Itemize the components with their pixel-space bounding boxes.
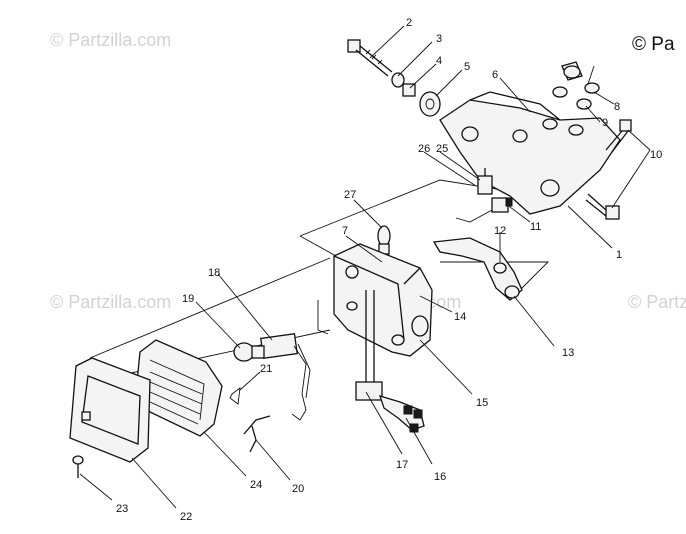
spring-part-20 (243, 415, 271, 453)
leader-lines (79, 25, 651, 509)
washer-part-3 (391, 72, 405, 88)
watermark: © Partzilla.com (50, 30, 171, 50)
callout-27: 27 (344, 189, 356, 201)
clip-part-21 (229, 387, 241, 405)
copyright-label: © Pa (632, 34, 675, 55)
callout-7: 7 (342, 225, 348, 237)
callout-21: 21 (260, 363, 272, 375)
callout-20: 20 (292, 483, 304, 495)
callout-19: 19 (182, 293, 194, 305)
callout-4: 4 (436, 55, 442, 67)
nut-part-4 (402, 83, 416, 97)
callout-13: 13 (562, 347, 574, 359)
bezel-part-22 (69, 357, 151, 463)
washer-part-9 (576, 98, 592, 110)
switch-part-25 (477, 168, 493, 195)
callout-10: 10 (650, 149, 662, 161)
housing-part-15 (333, 243, 433, 357)
bolt-part-10 (605, 119, 632, 153)
bulb-part-27 (377, 225, 391, 255)
callout-8: 8 (614, 101, 620, 113)
screw-part-23 (72, 455, 84, 478)
bolt-part-10b (585, 193, 620, 220)
callout-26: 26 (418, 143, 430, 155)
callout-17: 17 (396, 459, 408, 471)
nut-top (552, 86, 568, 98)
callout-6: 6 (492, 69, 498, 81)
bracket-part-6 (439, 91, 621, 215)
callout-1: 1 (616, 249, 622, 261)
callout-18: 18 (208, 267, 220, 279)
harness-part-16 (355, 290, 425, 433)
callout-15: 15 (476, 397, 488, 409)
callout-24: 24 (250, 479, 262, 491)
callout-11: 11 (530, 221, 541, 233)
callout-23: 23 (116, 503, 128, 515)
callout-numbers: 2 3 4 5 6 8 9 10 1 11 12 13 14 15 16 17 … (116, 17, 662, 523)
callout-12: 12 (494, 225, 506, 237)
bulb-part-19 (233, 342, 265, 362)
callout-25: 25 (436, 143, 448, 155)
callout-2: 2 (406, 17, 412, 29)
watermark: © Partzilla.com (50, 292, 171, 312)
callout-22: 22 (180, 511, 192, 523)
callout-3: 3 (436, 33, 442, 45)
callout-5: 5 (464, 61, 470, 73)
nut-part-8 (584, 82, 600, 94)
socket-part-18 (260, 332, 311, 421)
connector-part-11 (455, 197, 513, 223)
callout-16: 16 (434, 471, 446, 483)
watermark: © Partzilla.com (628, 292, 686, 312)
callout-14: 14 (454, 311, 466, 323)
bracket-part-12 (432, 237, 523, 301)
grommet-top (561, 61, 583, 81)
bolt-part-2 (347, 39, 393, 77)
callout-9: 9 (602, 117, 608, 129)
grommet-part-5 (419, 91, 441, 117)
